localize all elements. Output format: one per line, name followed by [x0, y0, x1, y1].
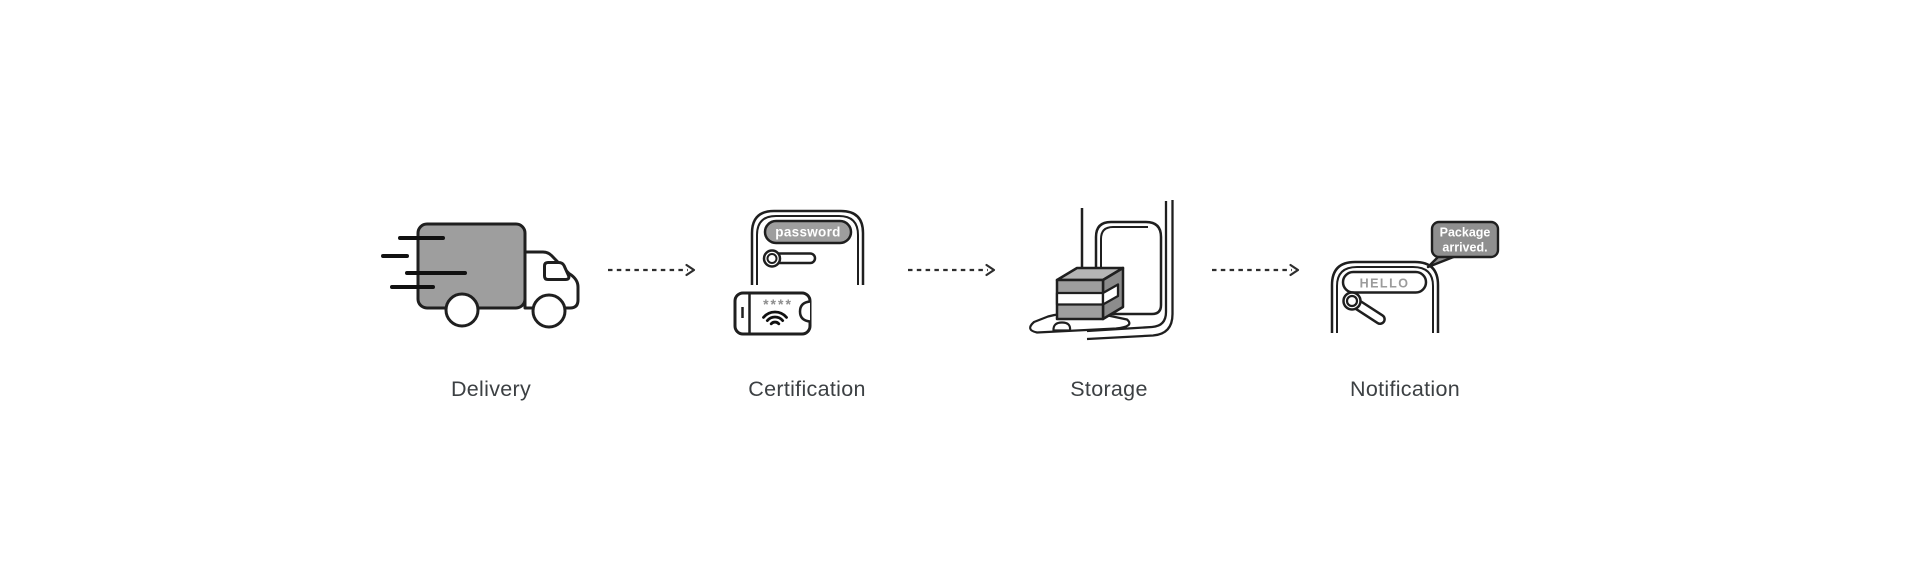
password-pill-label: password [775, 225, 840, 240]
step-label-delivery: Delivery [450, 377, 532, 401]
dashed-arrow-icon [1212, 263, 1300, 277]
package-band-side [1101, 283, 1120, 306]
phone-side-notch [798, 300, 811, 323]
door-handle-escutcheon-inner [766, 253, 778, 264]
dashed-arrow-icon [608, 263, 696, 277]
truck-rear-wheel [444, 292, 480, 328]
door-outer-frame [750, 209, 865, 285]
open-door-panel-inner-edge [1100, 226, 1148, 314]
hello-pill-label: HELLO [1360, 277, 1410, 291]
door-inner-frame [1336, 266, 1434, 333]
delivery-truck-icon [381, 222, 580, 329]
step-label-storage: Storage [1070, 377, 1148, 401]
truck-window [543, 261, 571, 281]
door-handle-escutcheon [762, 249, 782, 268]
package-band-front [1055, 291, 1105, 306]
door-frame-inner [1086, 201, 1168, 333]
door-with-message-bubble-icon: HELLO Package arrived. [1330, 220, 1500, 333]
door-inner-frame [756, 215, 859, 285]
message-bubble-body [1430, 220, 1500, 259]
door-handle-escutcheon-inner [1345, 294, 1359, 308]
floor-door-stop [1052, 321, 1072, 332]
door-frame-outer [1086, 200, 1174, 341]
truck-front-wheel [531, 293, 567, 329]
hello-pill [1341, 270, 1428, 294]
message-bubble-line2: arrived. [1442, 241, 1487, 255]
dashed-arrow-icon [908, 263, 996, 277]
door-outer-frame [1330, 260, 1440, 333]
message-bubble-line1: Package [1440, 226, 1491, 240]
message-bubble: Package arrived. [1426, 220, 1500, 269]
phone-passcode-asterisks: **** [763, 296, 793, 312]
speed-lines-icon [381, 236, 467, 289]
password-pill [763, 219, 853, 245]
step-label-certification: Certification [748, 377, 866, 401]
wifi-signal-icon [762, 310, 788, 326]
package-inside-open-door-icon [1029, 200, 1174, 341]
step-label-notification: Notification [1350, 377, 1460, 401]
smart-lock-door-and-phone-icon: password **** [733, 209, 865, 336]
package-box-icon [1055, 266, 1125, 321]
